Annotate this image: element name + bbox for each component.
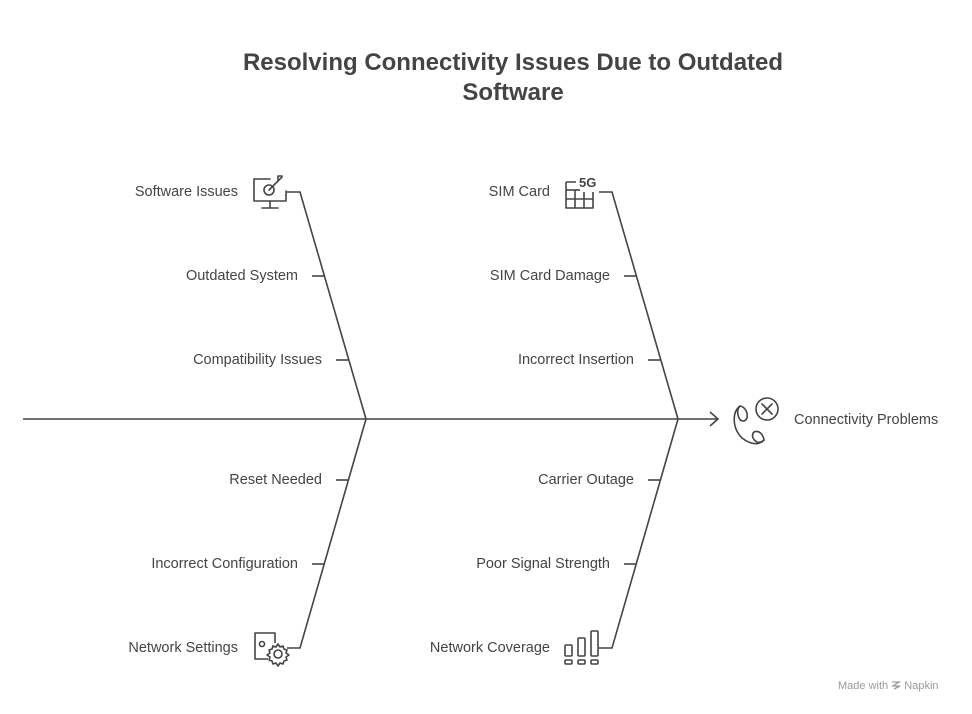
category-label-network-coverage: Network Coverage: [429, 640, 550, 656]
credit-prefix: Made with: [838, 680, 889, 692]
category-label-network-settings: Network Settings: [128, 640, 238, 656]
bone-network-settings: [287, 418, 367, 649]
bone-software: [287, 191, 367, 420]
settings-gear-icon: [254, 632, 290, 667]
cause-carrier-outage: Carrier Outage: [538, 472, 634, 488]
spine-arrowhead: [709, 411, 720, 427]
bone-sim: [599, 191, 679, 420]
monitor-target-icon: [253, 175, 287, 209]
cause-incorrect-configuration: Incorrect Configuration: [151, 556, 298, 572]
made-with-credit[interactable]: Made with Napkin: [838, 679, 939, 693]
cause-incorrect-insertion: Incorrect Insertion: [517, 352, 634, 368]
phone-error-icon: [733, 397, 779, 445]
bone-network-coverage: [599, 418, 679, 649]
page-title: Resolving Connectivity Issues Due to Out…: [242, 49, 784, 106]
sim-5g-icon: 5G: [565, 175, 596, 209]
cause-sim-card-damage: SIM Card Damage: [489, 268, 610, 284]
napkin-logo-icon: [891, 680, 902, 690]
head-label: Connectivity Problems: [794, 412, 939, 428]
cause-reset-needed: Reset Needed: [229, 472, 322, 488]
svg-text:5G: 5G: [579, 175, 596, 190]
cause-outdated-system: Outdated System: [185, 268, 298, 284]
credit-brand: Napkin: [904, 680, 939, 692]
category-label-sim: SIM Card: [488, 184, 550, 200]
cause-poor-signal-strength: Poor Signal Strength: [476, 556, 610, 572]
cause-compatibility-issues: Compatibility Issues: [193, 352, 322, 368]
category-label-software: Software Issues: [134, 184, 238, 200]
signal-bars-icon: [564, 630, 599, 665]
